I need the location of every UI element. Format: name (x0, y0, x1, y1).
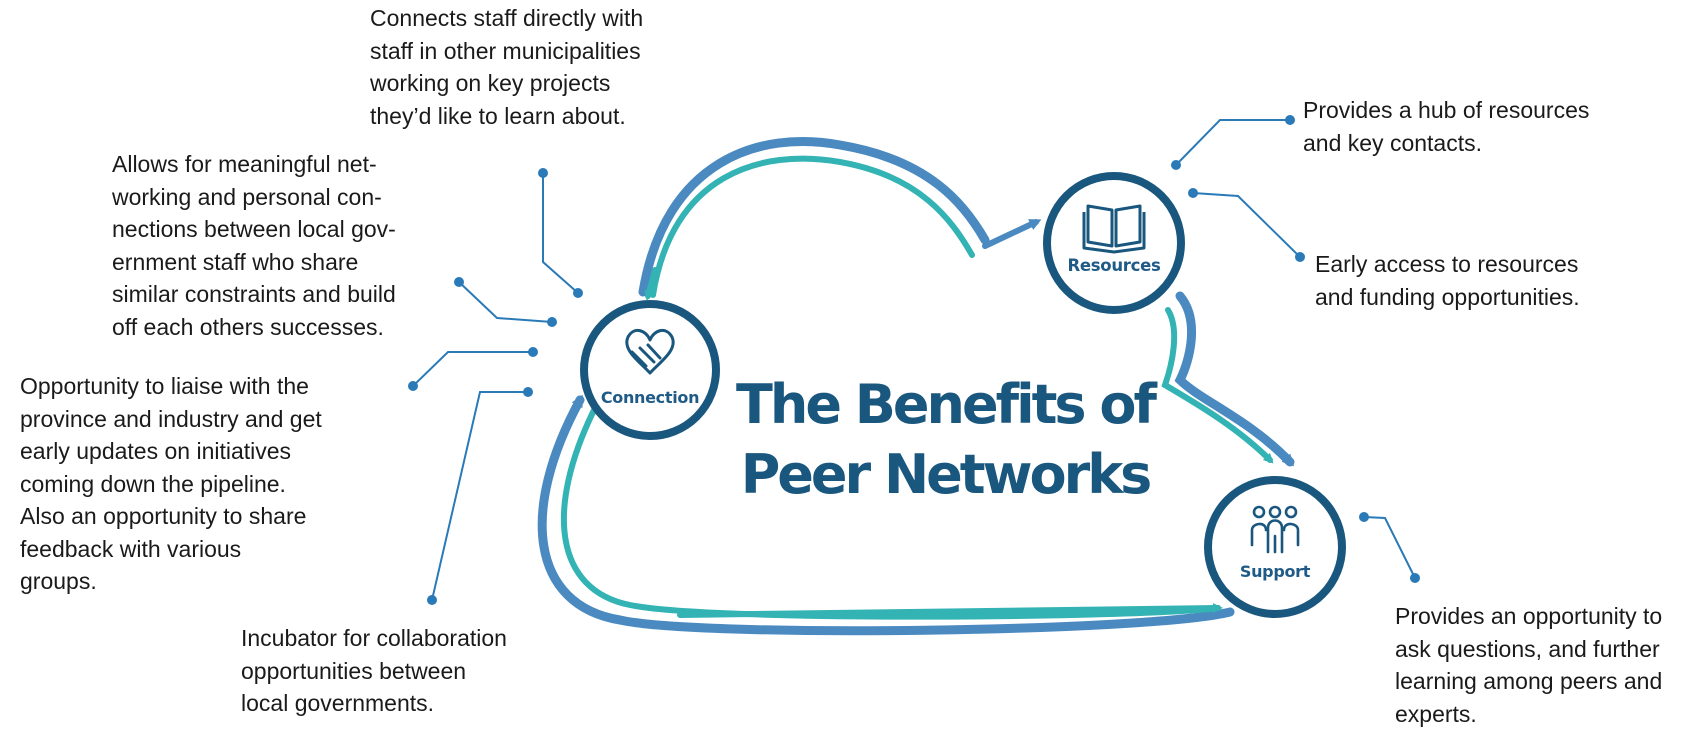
cloud-arc-bottom-arrow (677, 603, 1223, 618)
leader-dot (528, 347, 538, 357)
cloud-arc-right-inner (1161, 307, 1274, 464)
leader-dot (1295, 252, 1305, 262)
leader-early-access (1192, 192, 1301, 258)
book-icon (1082, 204, 1146, 254)
hub-resources-ring (1043, 172, 1185, 314)
hub-connection-label: Connection (600, 388, 700, 407)
hub-support (1204, 476, 1346, 618)
hub-connection-ring (580, 300, 720, 440)
cloud-arc-top-left-arrow (644, 267, 658, 301)
cloud-arc-top-outer (638, 137, 990, 297)
leader-dot (538, 168, 548, 178)
leader-incubator (431, 391, 528, 601)
note-early-access: Early access to resources and funding op… (1315, 251, 1580, 310)
leader-dots (408, 115, 1420, 605)
leader-dot (454, 277, 464, 287)
hub-support-label: Support (1239, 562, 1311, 581)
leader-hub-resources (1175, 119, 1290, 166)
leader-dot (523, 387, 533, 397)
cloud-arc-bottom-inner (560, 407, 1221, 620)
leader-dot (1188, 188, 1198, 198)
note-meaningful-networking: Allows for meaningful net- working and p… (112, 151, 396, 340)
hub-connection (580, 300, 720, 440)
page-title: The Benefits of Peer Networks (736, 373, 1157, 506)
leader-ask-questions (1363, 516, 1416, 579)
leader-liaise (412, 351, 533, 387)
leader-dot (1285, 115, 1295, 125)
leader-connects-staff (542, 173, 579, 294)
cloud-arc-top-arrow (982, 219, 1042, 249)
leader-dot (547, 317, 557, 327)
cloud-arc-bottom-outer (537, 394, 1235, 636)
leader-dot (408, 381, 418, 391)
leader-dot (1171, 160, 1181, 170)
cloud-arc-right-outer (1174, 291, 1295, 467)
leader-dot (1359, 512, 1369, 522)
note-hub-resources: Provides a hub of resources and key cont… (1303, 97, 1590, 156)
cloud-outline (537, 137, 1295, 636)
note-connects-staff: Connects staff directly with staff in ot… (370, 5, 644, 129)
cloud-arc-top-inner (650, 155, 975, 298)
hub-resources (1043, 172, 1185, 314)
note-liaise: Opportunity to liaise with the province … (20, 373, 322, 594)
people-icon (1250, 505, 1300, 554)
leader-dot (573, 288, 583, 298)
leader-dot (427, 595, 437, 605)
note-ask-questions: Provides an opportunity to ask questions… (1395, 603, 1663, 727)
leader-lines (412, 119, 1416, 601)
note-incubator: Incubator for collaboration opportunitie… (241, 625, 507, 716)
hub-resources-label: Resources (1067, 256, 1161, 275)
leader-meaningful-networking (458, 281, 553, 323)
handshake-icon (625, 328, 675, 375)
leader-dot (1410, 573, 1420, 583)
